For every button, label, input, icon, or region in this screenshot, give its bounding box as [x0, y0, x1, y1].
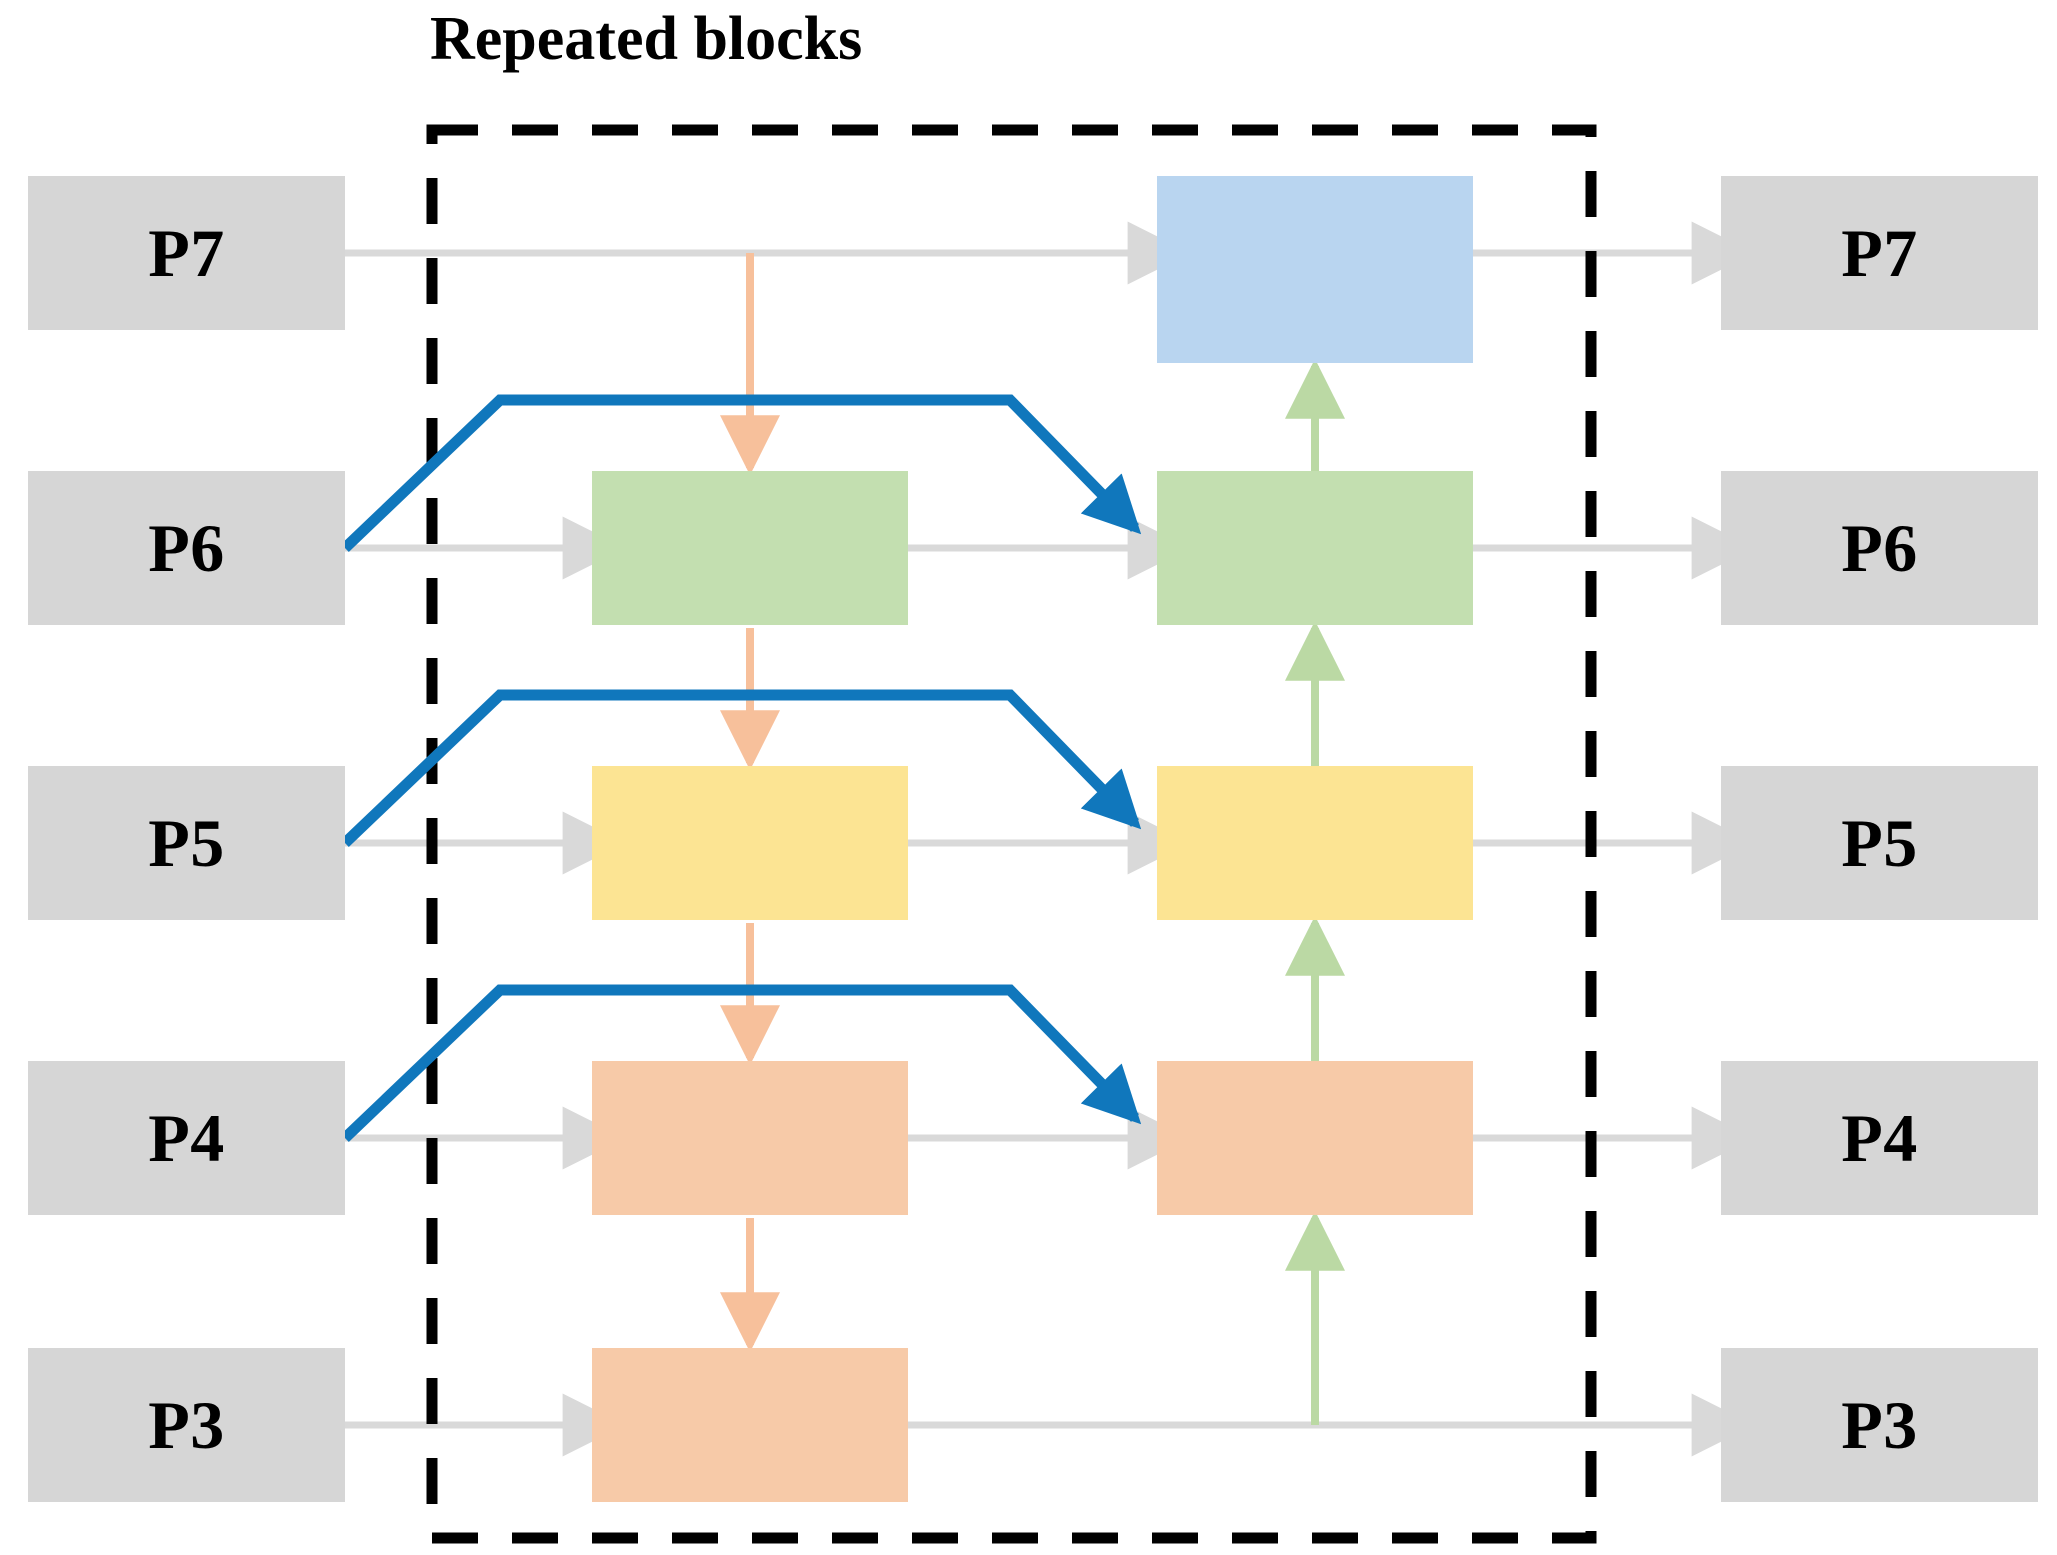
repeated-blocks-dashed-border — [426, 124, 1597, 1544]
input-box-p7[interactable] — [28, 176, 345, 330]
input-box-p6[interactable] — [28, 471, 345, 625]
skip-connection-p4 — [341, 984, 1142, 1142]
left-block-p4 — [592, 1061, 908, 1215]
output-boxes-group — [1721, 176, 2038, 1502]
left-column-blocks-group — [592, 471, 908, 1502]
output-box-label-p6: P6 — [1841, 510, 1918, 586]
repeated-blocks-outline — [426, 124, 1597, 1544]
output-box-p6[interactable] — [1721, 471, 2038, 625]
right-block-p4 — [1157, 1061, 1473, 1215]
output-box-label-p3: P3 — [1841, 1387, 1918, 1463]
output-box-p7[interactable] — [1721, 176, 2038, 330]
right-column-blocks-group — [1157, 176, 1473, 1215]
lateral-arrows-group — [345, 221, 1755, 1457]
input-boxes-group — [28, 176, 345, 1502]
input-box-label-p5: P5 — [148, 805, 225, 881]
right-block-p5 — [1157, 766, 1473, 920]
output-box-p5[interactable] — [1721, 766, 2038, 920]
input-box-label-p7: P7 — [148, 215, 225, 291]
input-box-label-p6: P6 — [148, 510, 225, 586]
input-box-p4[interactable] — [28, 1061, 345, 1215]
skip-connections-group — [341, 394, 1142, 1142]
left-block-p3 — [592, 1348, 908, 1502]
page-title: Repeated blocks — [430, 5, 863, 73]
output-box-label-p5: P5 — [1841, 805, 1918, 881]
output-box-label-p4: P4 — [1841, 1100, 1918, 1176]
left-block-p6 — [592, 471, 908, 625]
right-block-p7 — [1157, 176, 1473, 363]
skip-connection-p5 — [341, 689, 1142, 847]
left-block-p5 — [592, 766, 908, 920]
input-box-label-p3: P3 — [148, 1387, 225, 1463]
output-box-p3[interactable] — [1721, 1348, 2038, 1502]
input-box-p3[interactable] — [28, 1348, 345, 1502]
right-block-p6 — [1157, 471, 1473, 625]
input-box-label-p4: P4 — [148, 1100, 225, 1176]
input-box-p5[interactable] — [28, 766, 345, 920]
output-box-p4[interactable] — [1721, 1061, 2038, 1215]
output-box-label-p7: P7 — [1841, 215, 1918, 291]
skip-connection-p6 — [341, 394, 1142, 552]
